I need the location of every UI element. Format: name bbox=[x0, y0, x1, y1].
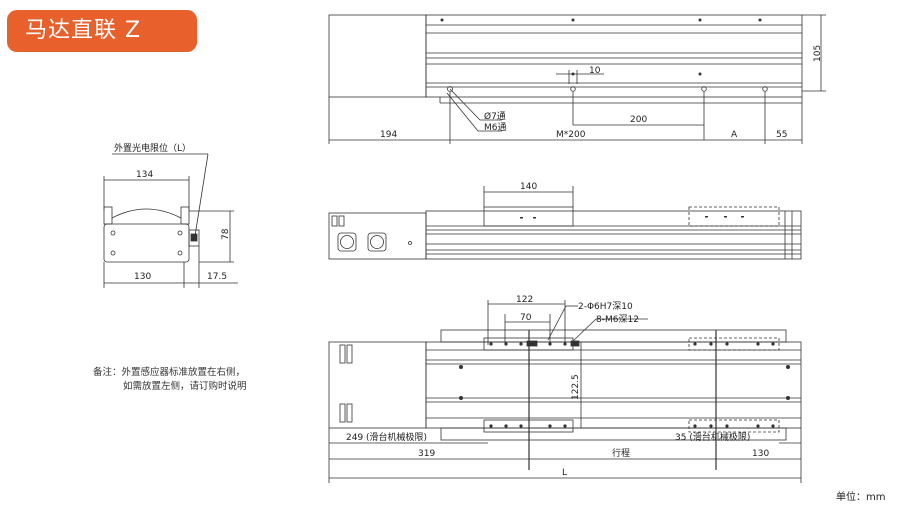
page-title: 马达直联 Z bbox=[25, 18, 142, 43]
bottom-dim-70: 70 bbox=[520, 313, 532, 323]
bottom-dim-319: 319 bbox=[418, 449, 435, 459]
note-line-1: 备注：外置感应器标准放置在右侧， bbox=[93, 367, 246, 378]
bottom-dim-stroke: 行程 bbox=[612, 447, 630, 459]
bottom-dim-122: 122 bbox=[516, 295, 533, 305]
top-view-holes bbox=[440, 18, 762, 76]
side-view: 140 bbox=[328, 182, 802, 260]
title-badge: 马达直联 Z bbox=[7, 10, 197, 52]
limit-left: 249 (滑台机械极限) bbox=[346, 431, 427, 443]
bottom-dim-height: 122.5 bbox=[571, 374, 581, 400]
bottom-dim-total: L bbox=[562, 468, 567, 478]
end-view: 外置光电限位（L） 134 78 130 17.5 bbox=[103, 142, 238, 288]
end-dim-130: 130 bbox=[134, 272, 151, 282]
top-dim-height: 105 bbox=[813, 45, 823, 62]
unit-label: 单位：mm bbox=[836, 492, 886, 503]
top-dim-spacing: M*200 bbox=[556, 130, 586, 140]
bottom-view: 122 70 2-Φ6H7深10 8-M6深12 bbox=[328, 295, 802, 483]
top-dim-200: 200 bbox=[630, 115, 647, 125]
end-dim-78: 78 bbox=[221, 228, 231, 240]
sensor-label: 外置光电限位（L） bbox=[114, 142, 191, 154]
side-dim-140: 140 bbox=[520, 182, 537, 192]
top-dim-a: A bbox=[731, 130, 738, 140]
end-dim-134: 134 bbox=[136, 170, 153, 180]
top-dim-10: 10 bbox=[589, 66, 601, 76]
note: 备注：外置感应器标准放置在右侧， 如需放置左侧，请订购时说明 bbox=[93, 366, 247, 394]
top-callout-thread: M6通 bbox=[484, 122, 507, 133]
callout-pin: 2-Φ6H7深10 bbox=[578, 301, 633, 312]
callout-tap: 8-M6深12 bbox=[596, 314, 639, 325]
end-dim-offset: 17.5 bbox=[207, 272, 227, 282]
top-dim-end: 55 bbox=[776, 130, 787, 140]
top-dim-motor: 194 bbox=[380, 130, 397, 140]
note-line-2: 如需放置左侧，请订购时说明 bbox=[123, 381, 247, 392]
limit-right: 35 (滑台机械极限) bbox=[675, 431, 750, 443]
top-view: 105 10 200 Ø7通 M6通 194 M*200 A 55 bbox=[328, 14, 826, 144]
bottom-dim-130: 130 bbox=[752, 449, 769, 459]
top-callout-hole: Ø7通 bbox=[484, 111, 506, 122]
